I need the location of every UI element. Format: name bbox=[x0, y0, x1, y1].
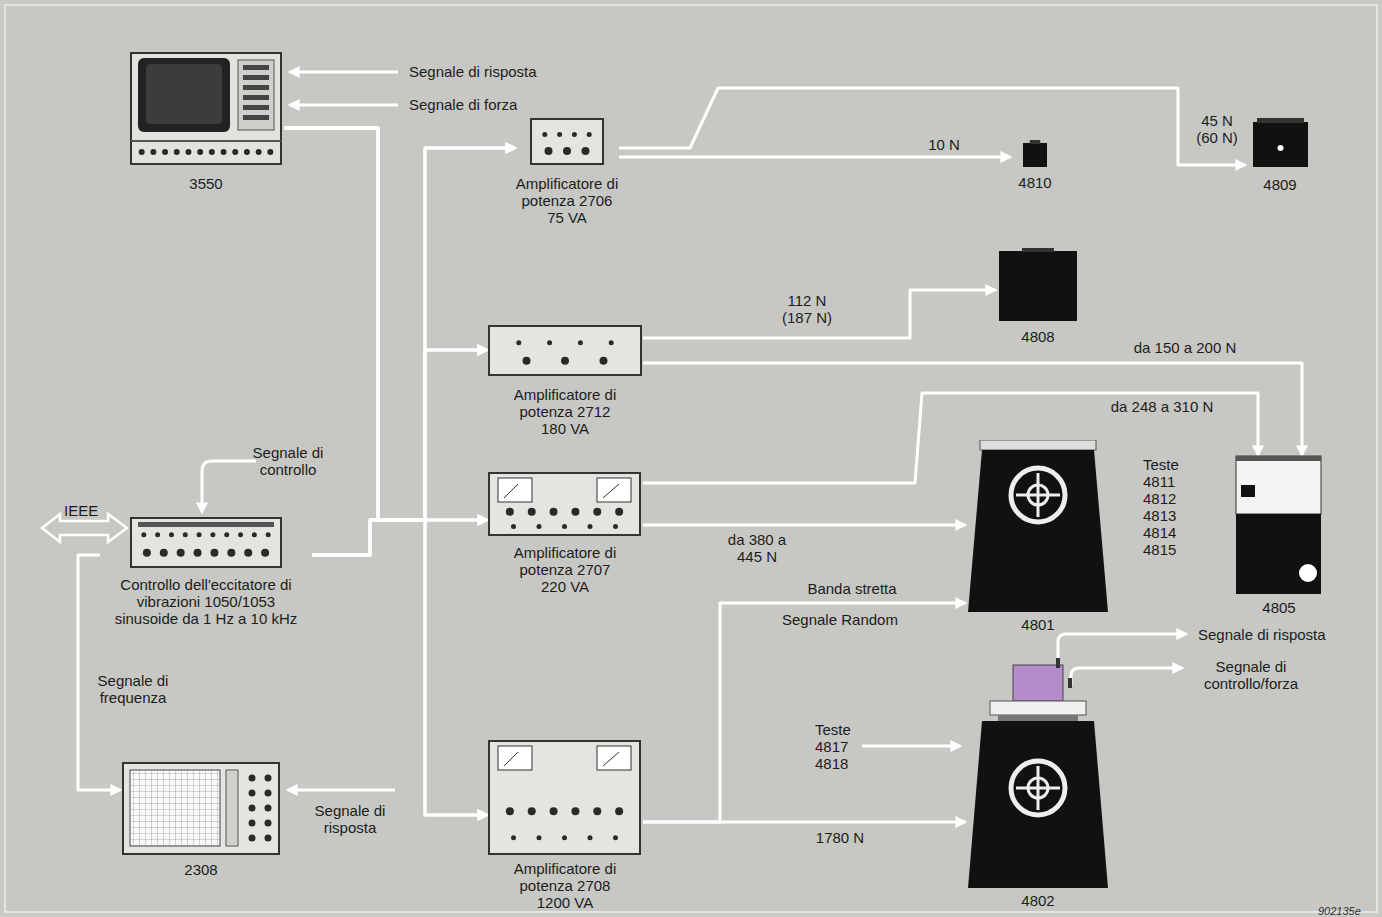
device-label: 4802 bbox=[965, 892, 1111, 909]
device-illustration bbox=[1252, 118, 1309, 168]
signal-connector bbox=[619, 156, 1010, 159]
device-label: Amplificatore di potenza 2712 180 VA bbox=[513, 386, 617, 437]
device-label: Amplificatore di potenza 2706 75 VA bbox=[515, 175, 619, 226]
part-list: Teste 4811 4812 4813 4814 4815 bbox=[1143, 456, 1189, 558]
signal-connector bbox=[643, 290, 995, 338]
signal-connector bbox=[312, 520, 487, 815]
device-node: Amplificatore di potenza 2706 75 VA bbox=[515, 118, 619, 226]
force-label: Banda stretta bbox=[792, 580, 912, 597]
device-node: Amplificatore di potenza 2708 1200 VA bbox=[487, 740, 643, 911]
part-list: Teste 4817 4818 bbox=[815, 721, 861, 772]
device-node: 2308 bbox=[120, 762, 282, 878]
device-illustration bbox=[122, 762, 280, 855]
device-illustration bbox=[1235, 455, 1322, 595]
device-label: 4810 bbox=[1010, 174, 1060, 191]
signal-label: Segnale di risposta bbox=[409, 63, 537, 80]
device-label: 2308 bbox=[120, 861, 282, 878]
device-label: 4808 bbox=[995, 328, 1081, 345]
device-illustration bbox=[530, 118, 604, 165]
device-label: Amplificatore di potenza 2708 1200 VA bbox=[513, 860, 617, 911]
device-illustration bbox=[488, 325, 642, 376]
device-illustration bbox=[488, 472, 641, 536]
device-node: Amplificatore di potenza 2707 220 VA bbox=[487, 472, 643, 595]
device-label: Controllo dell'eccitatore di vibrazioni … bbox=[104, 576, 309, 627]
device-label: 4801 bbox=[965, 616, 1111, 633]
signal-connector bbox=[284, 128, 515, 520]
figure-code: 902135e bbox=[1318, 903, 1361, 917]
signal-connector bbox=[643, 524, 965, 527]
device-label: 4805 bbox=[1232, 599, 1326, 616]
force-label: da 380 a 445 N bbox=[716, 531, 798, 565]
force-label: Segnale di frequenza bbox=[86, 672, 180, 706]
device-node: Controllo dell'eccitatore di vibrazioni … bbox=[100, 517, 312, 627]
signal-connector bbox=[312, 350, 487, 555]
device-illustration bbox=[968, 650, 1108, 888]
device-node: 4808 bbox=[995, 248, 1081, 345]
signal-connector bbox=[643, 363, 1302, 455]
device-illustration bbox=[488, 740, 641, 855]
device-illustration bbox=[130, 517, 282, 568]
signal-connector bbox=[643, 821, 965, 824]
device-node: 4802 bbox=[965, 650, 1111, 909]
device-illustration bbox=[968, 440, 1108, 612]
device-node: 4809 bbox=[1245, 118, 1315, 193]
signal-label: Segnale di controllo/forza bbox=[1192, 658, 1310, 692]
signal-label: Segnale di forza bbox=[409, 96, 517, 113]
device-node: Amplificatore di potenza 2712 180 VA bbox=[487, 325, 643, 437]
signal-label: Segnale di controllo bbox=[232, 444, 344, 478]
device-node: 4805 bbox=[1232, 455, 1326, 616]
force-label: 45 N (60 N) bbox=[1190, 112, 1244, 146]
signal-connector bbox=[312, 148, 515, 555]
signal-label: Segnale di risposta bbox=[1198, 626, 1326, 643]
device-label: 4809 bbox=[1245, 176, 1315, 193]
signal-label: Segnale di risposta bbox=[300, 802, 400, 836]
device-illustration bbox=[1022, 140, 1048, 168]
signal-label: Segnale Random bbox=[782, 611, 898, 628]
signal-connector bbox=[312, 520, 487, 555]
force-label: 112 N (187 N) bbox=[774, 292, 840, 326]
device-label: Amplificatore di potenza 2707 220 VA bbox=[513, 544, 617, 595]
device-illustration bbox=[130, 52, 282, 165]
force-label: da 248 a 310 N bbox=[1092, 398, 1232, 415]
force-label: da 150 a 200 N bbox=[1115, 339, 1255, 356]
signal-connector bbox=[643, 603, 965, 822]
device-node: 4810 bbox=[1010, 140, 1060, 191]
device-node: 4801 bbox=[965, 440, 1111, 633]
force-label: 1780 N bbox=[800, 829, 880, 846]
signal-connector bbox=[619, 88, 1245, 165]
signal-label: IEEE bbox=[64, 502, 98, 519]
device-illustration bbox=[998, 248, 1078, 322]
device-label: 3550 bbox=[128, 175, 284, 192]
force-label: 10 N bbox=[918, 136, 970, 153]
device-node: 3550 bbox=[128, 52, 284, 192]
